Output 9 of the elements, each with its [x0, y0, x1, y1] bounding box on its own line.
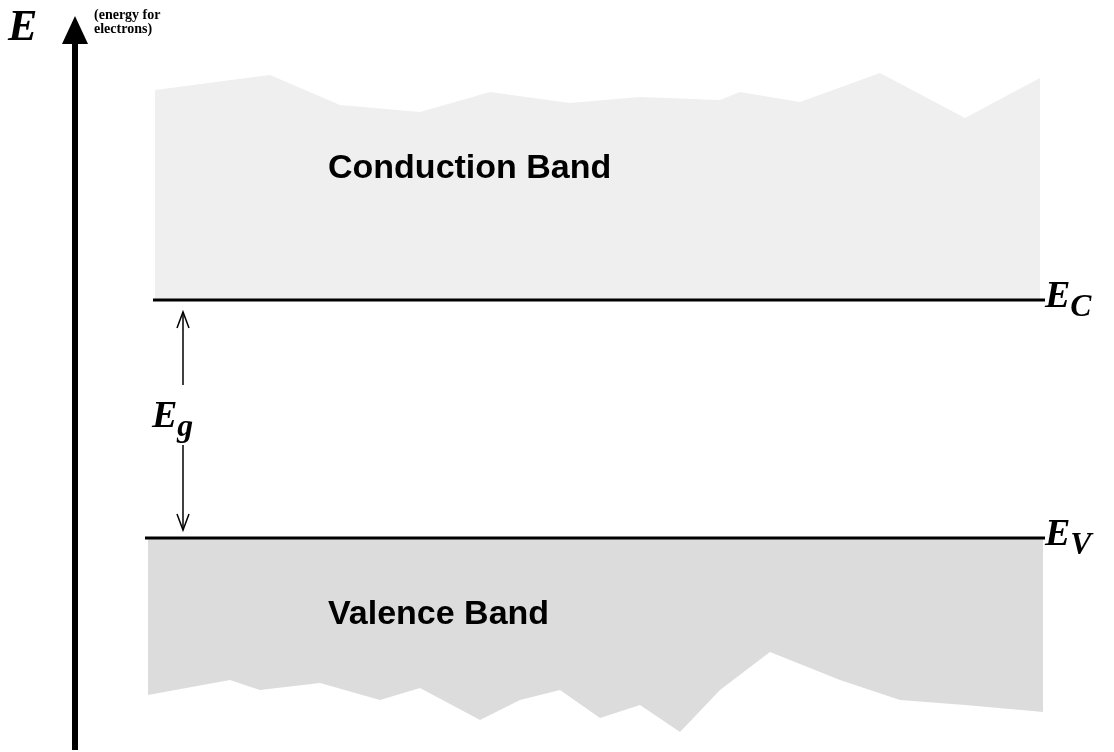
energy-band-region [155, 72, 1043, 300]
energy-gap-label: E$_{g}$ [152, 392, 194, 444]
energy-level-label: E$_{C}$ [1045, 272, 1092, 324]
energy-band-region [148, 538, 1043, 734]
energy-level-label: E$_{V}$ [1045, 510, 1092, 562]
band-label: Conduction Band [328, 147, 612, 186]
band-label: Valence Band [328, 593, 550, 632]
axis-caption: (energy for electrons) [94, 8, 162, 36]
axis-label: E [8, 0, 38, 51]
